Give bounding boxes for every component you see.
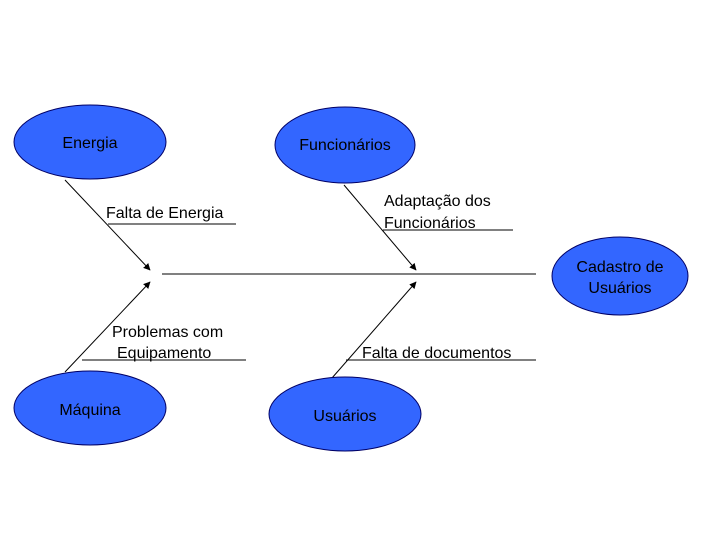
node-label-funcionarios: Funcionários xyxy=(299,137,391,154)
node-label-energia: Energia xyxy=(62,135,117,152)
node-energia xyxy=(13,104,167,180)
cause-label-adaptacao-line1: Adaptação dos xyxy=(384,193,491,210)
cause-label-falta-documentos: Falta de documentos xyxy=(362,345,511,362)
node-maquina xyxy=(13,370,167,446)
cause-label-problemas-line2: Equipamento xyxy=(117,345,211,362)
node-label-effect-line2: Usuários xyxy=(588,280,651,297)
node-effect-cadastro xyxy=(551,236,689,316)
bone-energia-arrow xyxy=(64,179,151,271)
node-label-effect-line1: Cadastro de xyxy=(576,259,663,276)
node-usuarios xyxy=(268,376,422,452)
node-label-maquina: Máquina xyxy=(59,402,120,419)
cause-label-problemas-line1: Problemas com xyxy=(112,324,223,341)
bone-usuarios-arrow xyxy=(331,281,417,379)
cause-label-adaptacao-line2: Funcionários xyxy=(384,215,476,232)
node-label-usuarios: Usuários xyxy=(313,408,376,425)
cause-label-falta-energia: Falta de Energia xyxy=(106,205,224,222)
bone-maquina-arrow xyxy=(64,281,151,373)
node-funcionarios xyxy=(274,106,416,184)
bone-funcionarios-arrow xyxy=(343,184,417,271)
